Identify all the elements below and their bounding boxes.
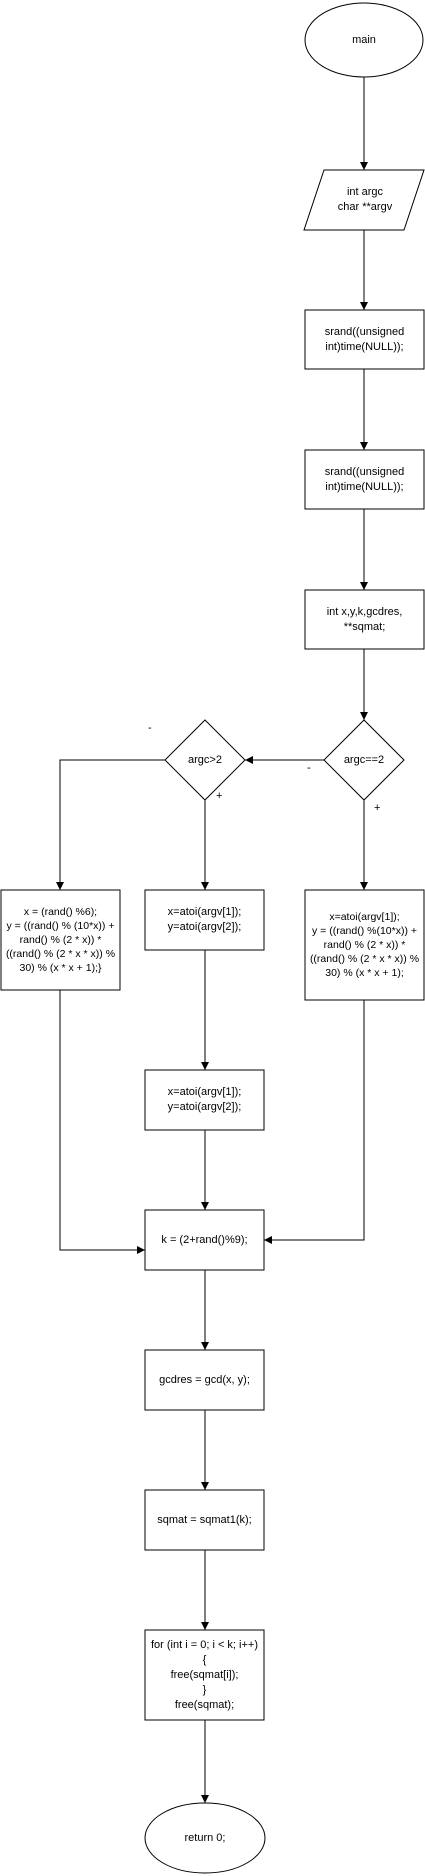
atoi-xy-label-2: x=atoi(argv[1]); y=atoi(argv[2]); <box>167 1086 242 1113</box>
atoi-xy-box-1 <box>144 889 265 951</box>
gcd-box <box>144 1349 265 1411</box>
decision-gt2-label: argc>2 <box>188 753 222 766</box>
end-label: return 0; <box>184 1831 226 1844</box>
edge-label-gt2-no: - <box>148 722 152 734</box>
rand-xy-box <box>0 889 121 991</box>
edge-rand-k <box>59 990 145 1254</box>
edge-atoirand-k <box>264 1000 365 1244</box>
loop-box <box>144 1629 265 1721</box>
decision-eq2-label: argc==2 <box>343 753 385 766</box>
srand-label-1: srand((unsigned int)time(NULL)); <box>324 325 405 353</box>
assign-k-label: k = (2+rand()%9); <box>161 1233 248 1246</box>
input-parallelogram <box>303 169 425 231</box>
gcd-label: gcdres = gcd(x, y); <box>159 1373 250 1386</box>
atoi-xy-label-1: x=atoi(argv[1]); y=atoi(argv[2]); <box>167 906 242 933</box>
input-label: int argc char **argv <box>337 186 393 213</box>
sqmat-box <box>144 1489 265 1551</box>
rand-xy-label: x = (rand() %6); y = ((rand() % (10*x)) … <box>5 906 116 974</box>
srand-box-1 <box>304 309 425 370</box>
edge-gt2-no <box>56 759 165 890</box>
edge-label-eq2-yes: + <box>374 802 381 814</box>
start-label: main <box>352 33 376 46</box>
atoi-rand-label: x=atoi(argv[1]); y = ((rand() %(10*x)) +… <box>309 911 420 979</box>
srand-label-2: srand((unsigned int)time(NULL)); <box>324 465 405 493</box>
loop-label: for (int i = 0; i < k; i++) { free(sqmat… <box>151 1638 258 1711</box>
edge-label-eq2-no: - <box>307 762 311 774</box>
edge-label-gt2-yes: + <box>216 790 223 802</box>
atoi-rand-box <box>304 889 425 1001</box>
sqmat-label: sqmat = sqmat1(k); <box>157 1513 252 1526</box>
declaration-box <box>304 589 425 650</box>
declaration-label: int x,y,k,gcdres, **sqmat; <box>326 605 403 633</box>
